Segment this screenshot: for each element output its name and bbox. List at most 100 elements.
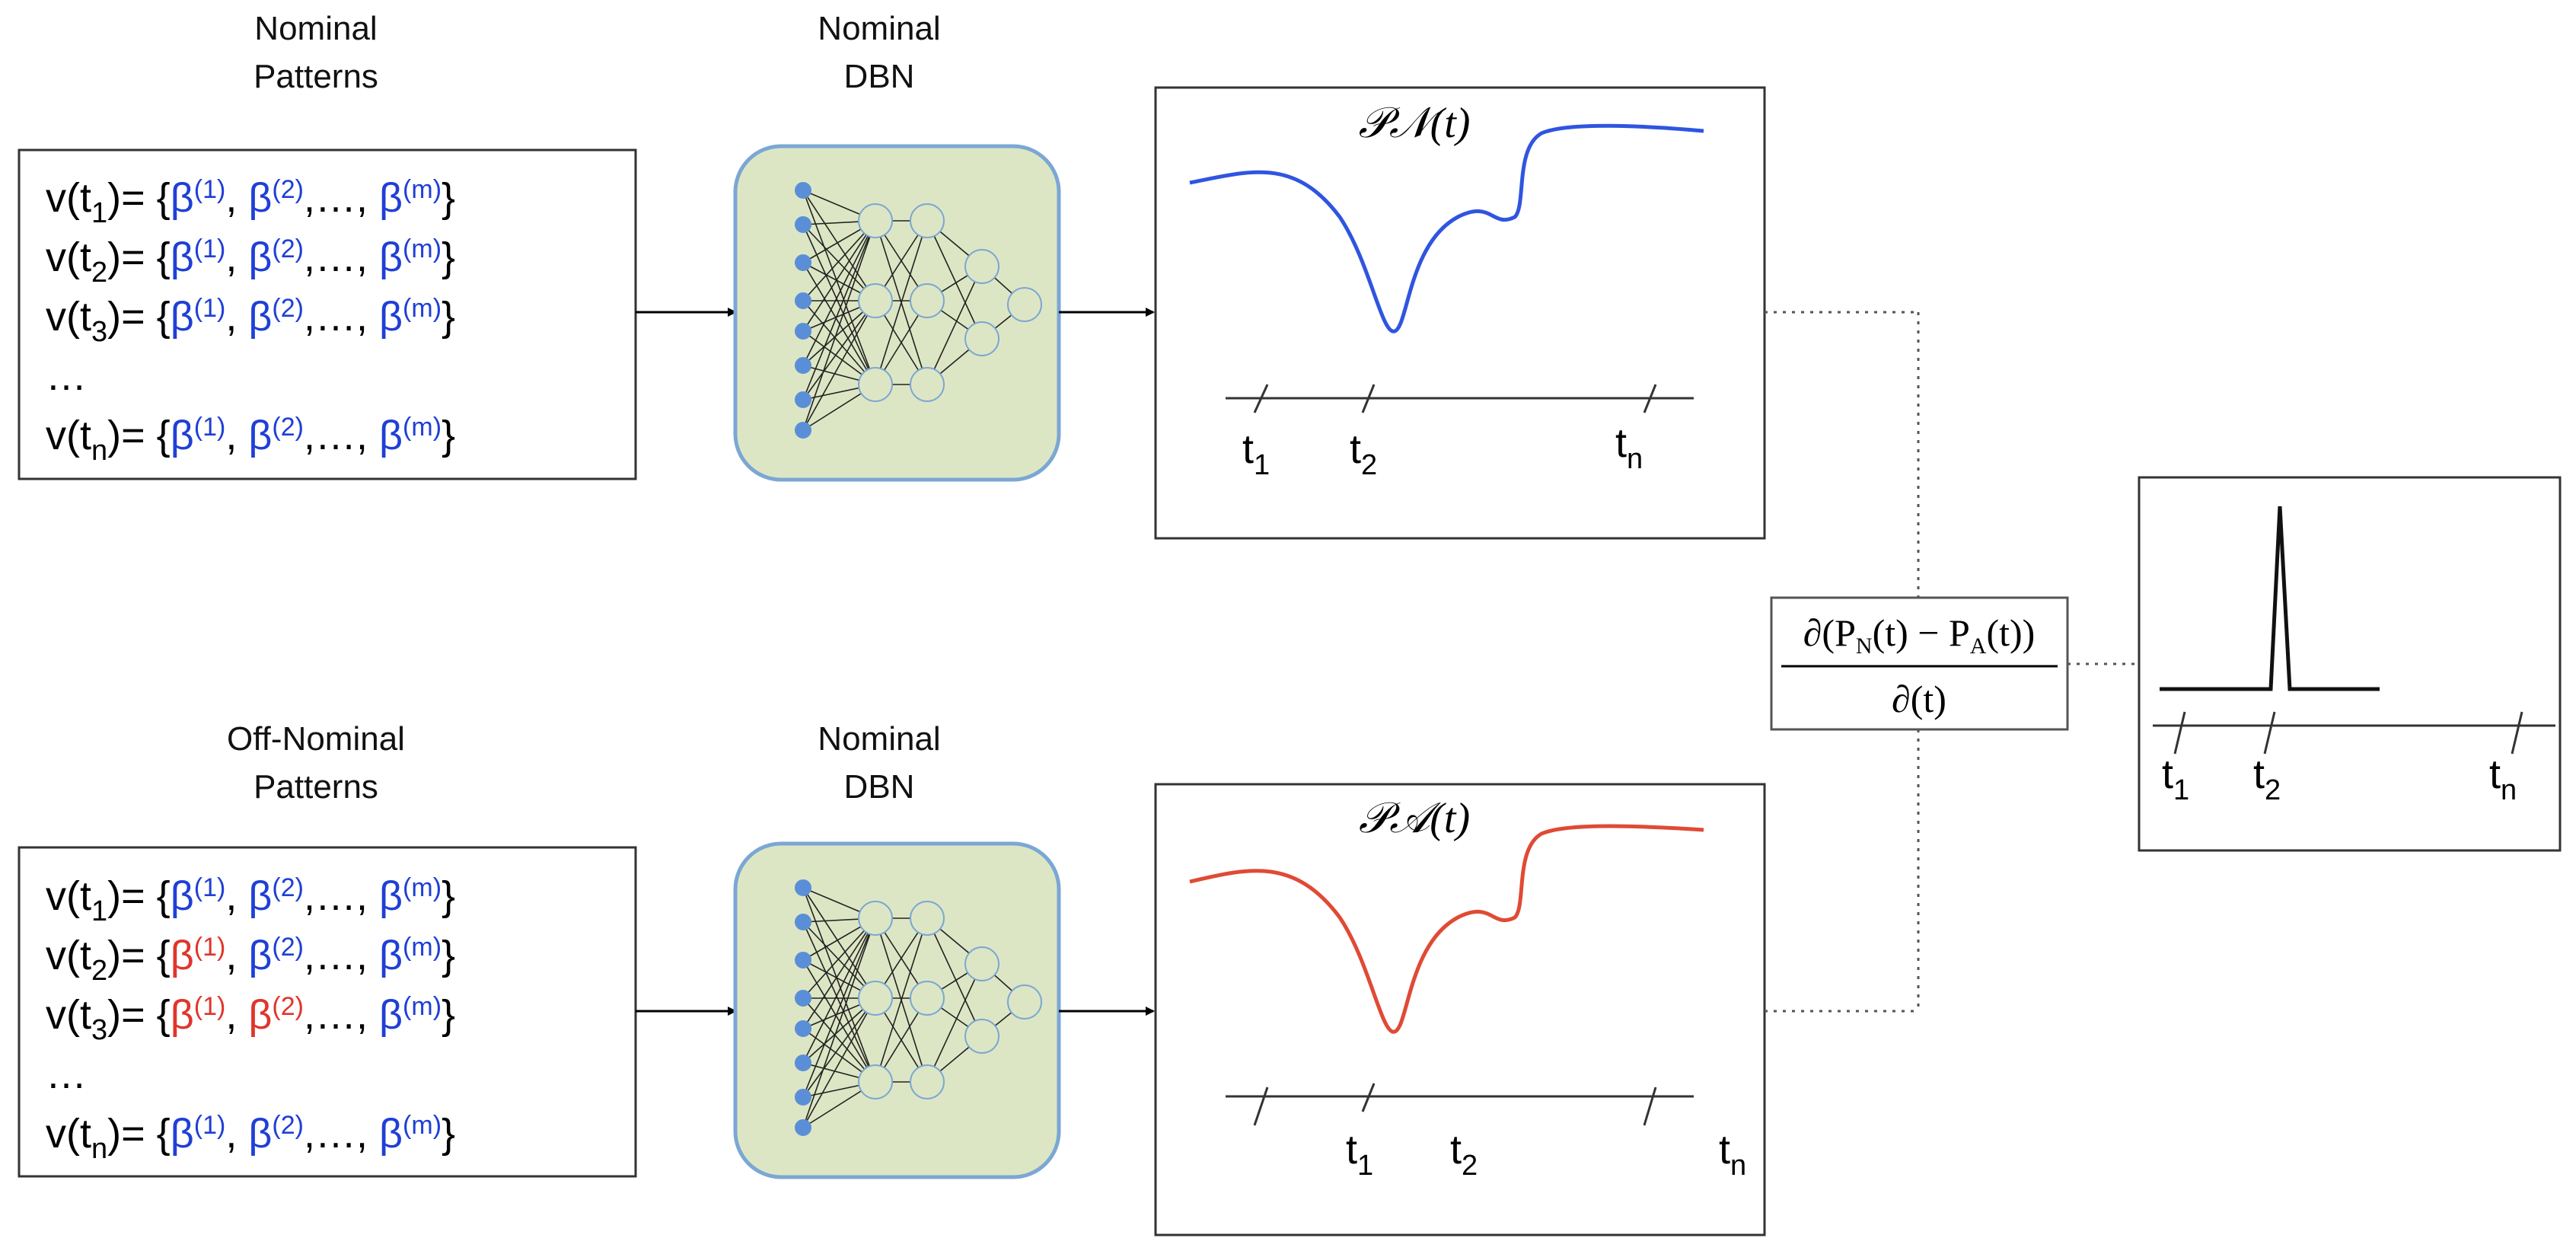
input-neuron	[795, 323, 811, 340]
anomaly-tick-1	[1253, 1086, 1269, 1126]
nominal-tick-label-t1: t1	[1242, 426, 1270, 481]
beta-1: β	[171, 294, 194, 340]
input-neuron	[795, 879, 811, 896]
formula-denominator: ∂(t)	[1892, 678, 1946, 720]
network-edge	[802, 300, 876, 385]
anomaly-tick-label-tn: tn	[1719, 1127, 1746, 1182]
hidden-neuron	[964, 249, 999, 284]
beta-2: β	[248, 413, 272, 458]
beta-m-sup: (m)	[403, 235, 442, 263]
beta-1: β	[171, 992, 194, 1038]
network-edge	[802, 917, 876, 1128]
result-plot: t1 t2 tn	[2138, 476, 2562, 852]
hidden-neuron	[858, 901, 893, 936]
beta-1: β	[171, 1111, 194, 1157]
hidden-neuron	[858, 367, 893, 402]
network-edge	[926, 266, 983, 385]
input-neuron	[795, 292, 811, 309]
pattern-row: …	[46, 1051, 87, 1097]
pattern-close-brace: }	[442, 1111, 455, 1157]
nominal-probability-curve	[1189, 123, 1704, 333]
network-edge	[802, 224, 876, 385]
nominal-patterns-caption-line1: Nominal	[254, 10, 377, 47]
pattern-row: v(t1)= {β(1), β(2),…, β(m)}	[46, 873, 455, 927]
hidden-neuron	[910, 981, 945, 1016]
beta-m: β	[379, 1111, 403, 1157]
pattern-close-brace: }	[442, 873, 455, 919]
nominal-tick-t1	[1253, 384, 1269, 413]
hidden-neuron	[858, 981, 893, 1016]
pattern-row: v(t2)= {β(1), β(2),…, β(m)}	[46, 235, 455, 289]
beta-2: β	[248, 175, 272, 221]
beta-2-sup: (2)	[272, 175, 304, 204]
nominal-tick-label-tn: tn	[1615, 420, 1643, 475]
anomaly-tick-label-t1: t1	[1346, 1127, 1373, 1182]
beta-2: β	[248, 992, 272, 1038]
pattern-row: v(t3)= {β(1), β(2),…, β(m)}	[46, 992, 455, 1046]
hidden-neuron	[910, 1064, 945, 1099]
network-edge	[802, 220, 876, 366]
anomaly-probability-plot-box	[1154, 783, 1766, 1236]
beta-m: β	[379, 235, 403, 280]
input-neuron	[795, 391, 811, 408]
beta-m: β	[379, 294, 403, 340]
result-plot-box	[2138, 476, 2562, 852]
network-edge	[926, 963, 983, 1083]
pattern-row-label: v(t	[46, 933, 91, 978]
bottom-dbn-network	[795, 879, 1042, 1136]
separator: ,	[225, 413, 248, 458]
input-neuron	[795, 1020, 811, 1037]
ellipsis: ,…,	[304, 235, 379, 280]
pattern-row-index: 3	[91, 1014, 107, 1046]
beta-m: β	[379, 933, 403, 978]
pattern-open-brace: )= {	[107, 235, 171, 280]
input-neuron	[795, 1055, 811, 1071]
network-edge	[926, 917, 983, 1037]
pattern-close-brace: }	[442, 235, 455, 280]
beta-m: β	[379, 992, 403, 1038]
pattern-close-brace: }	[442, 413, 455, 458]
pattern-open-brace: )= {	[107, 175, 171, 221]
derivative-formula: ∂(PN(t) − PA(t)) ∂(t)	[1770, 596, 2069, 731]
beta-1-sup: (1)	[194, 933, 226, 962]
derivative-formula-box	[1770, 596, 2069, 731]
beta-2-sup: (2)	[272, 933, 304, 962]
result-tick-label-t1: t1	[2162, 751, 2189, 806]
network-edge	[802, 917, 876, 1098]
beta-m-sup: (m)	[403, 1111, 442, 1140]
network-edge	[802, 997, 876, 1083]
top-row: Nominal Patterns Nominal DBN v(t1)= {β(1…	[18, 10, 1766, 540]
pattern-row-label: v(t	[46, 175, 91, 221]
network-edge	[802, 220, 876, 302]
off-nominal-patterns-box	[18, 846, 637, 1178]
beta-m-sup: (m)	[403, 933, 442, 962]
pattern-row-label: v(t	[46, 873, 91, 919]
formula-numerator: ∂(PN(t) − PA(t))	[1803, 611, 2036, 659]
pattern-row: v(t1)= {β(1), β(2),…, β(m)}	[46, 175, 455, 229]
pattern-close-brace: }	[442, 933, 455, 978]
beta-m-sup: (m)	[403, 294, 442, 323]
pattern-row-label: …	[46, 1051, 87, 1097]
network-edge	[802, 917, 876, 1029]
beta-1: β	[171, 933, 194, 978]
nominal-tick-t2	[1361, 384, 1376, 413]
top-dbn-caption-line2: DBN	[844, 58, 915, 95]
network-edge	[802, 887, 876, 1083]
separator: ,	[225, 1111, 248, 1157]
top-dbn-caption-line1: Nominal	[818, 10, 940, 47]
off-nominal-patterns-list: v(t1)= {β(1), β(2),…, β(m)}v(t2)= {β(1),…	[46, 873, 455, 1165]
beta-2-sup: (2)	[272, 294, 304, 323]
off-nominal-patterns-caption-line1: Off-Nominal	[227, 720, 405, 758]
pattern-open-brace: )= {	[107, 933, 171, 978]
ellipsis: ,…,	[304, 873, 379, 919]
beta-m: β	[379, 175, 403, 221]
separator: ,	[225, 175, 248, 221]
separator: ,	[225, 992, 248, 1038]
beta-1: β	[171, 175, 194, 221]
hidden-neuron	[910, 901, 945, 936]
anomaly-plot-title: 𝒫𝒜(t)	[1359, 795, 1470, 842]
anomaly-tick-label-t2: t2	[1450, 1127, 1478, 1182]
separator: ,	[225, 933, 248, 978]
network-edge	[802, 917, 876, 1064]
pattern-row: v(tn)= {β(1), β(2),…, β(m)}	[46, 413, 455, 467]
